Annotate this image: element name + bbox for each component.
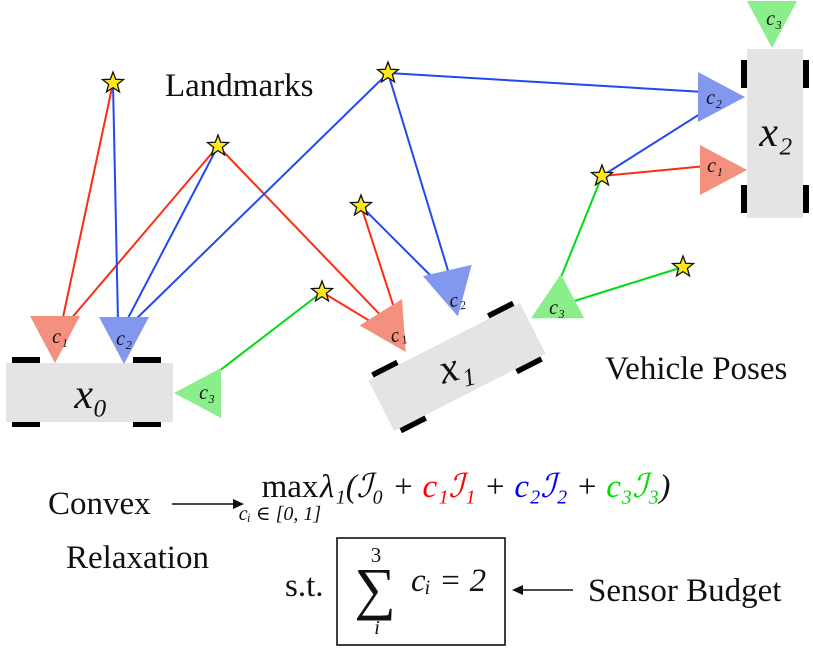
observation-line-blue [125, 145, 219, 323]
relaxation-label: Relaxation [66, 540, 209, 576]
subject-to-label: s.t. [285, 568, 324, 604]
green-observation-edges [209, 175, 684, 379]
red-observation-edges [61, 82, 707, 333]
max-constraint: cᵢ ∈ [0, 1] [239, 503, 321, 525]
sensor-c1-label-x1: c₁ [388, 322, 409, 347]
sensor-c3-label-x2: c₃ [766, 8, 782, 30]
sensor-c3-label-x1: c₃ [549, 297, 565, 319]
vehicle-x2 [741, 49, 809, 218]
sensor-c1-label-x0: c₁ [52, 326, 68, 348]
sensor-c2-label-x1: c₂ [447, 288, 466, 312]
objective-term-green: c₃ℐ₃ [606, 469, 659, 505]
observation-line-blue [387, 72, 705, 93]
plus-sign: + [384, 469, 423, 505]
observation-line-green [209, 291, 323, 379]
max-operator: max [262, 469, 319, 505]
objective-expression: λ₁(ℐ₀ + c₁ℐ₁ + c₂ℐ₂ + c₃ℐ₃) [319, 469, 670, 505]
sensor-budget-arrow-icon [512, 585, 573, 595]
convex-label: Convex [48, 486, 151, 522]
plus-sign: + [567, 469, 606, 505]
vehicle-x1 [368, 300, 546, 434]
sum-symbol: ∑ [354, 556, 395, 621]
convex-arrow-icon [172, 499, 244, 509]
plus-sign: + [476, 469, 515, 505]
objective-term-red: c₁ℐ₁ [423, 469, 476, 505]
vehicle-body [747, 49, 803, 218]
observation-line-blue [601, 106, 712, 177]
observation-line-red [217, 145, 391, 326]
objective-prefix: λ₁(ℐ₀ [319, 469, 384, 505]
objective-close-paren: ) [657, 469, 670, 505]
observation-line-red [360, 205, 399, 321]
sensor-c2-label-x2: c₂ [706, 87, 722, 109]
vehicle-x0 [6, 357, 173, 427]
landmark-star-icon [206, 134, 230, 156]
sensor-c3-label-x0: c₃ [199, 382, 215, 404]
objective-term-blue: c₂ℐ₂ [514, 469, 567, 505]
sensor-budget-label: Sensor Budget [588, 573, 781, 609]
vehicle-x0-label: x₀ [73, 372, 107, 418]
constraint-box [336, 537, 506, 646]
observation-line-blue [132, 72, 389, 323]
sum-index: i [374, 617, 380, 639]
blue-observation-edges [112, 72, 712, 323]
observation-line-blue [387, 72, 454, 288]
observation-line-green [567, 266, 684, 304]
landmark-star-icon [590, 164, 614, 186]
sum-upper-limit: 3 [371, 543, 382, 567]
observation-line-red [61, 82, 114, 323]
observation-line-green [558, 175, 603, 283]
observation-line-blue [112, 82, 119, 323]
landmarks-caption: Landmarks [165, 68, 313, 104]
vehicle-body [368, 303, 546, 431]
landmark-star-icon [671, 255, 695, 277]
vehicle-poses-caption: Vehicle Poses [605, 351, 787, 387]
constraint-expression: cᵢ = 2 [411, 563, 486, 599]
sensor-c2-label-x0: c₂ [116, 328, 132, 350]
vehicle-body [6, 363, 173, 422]
sensor-c1-label-x2: c₁ [707, 155, 723, 177]
observation-line-red [601, 165, 707, 177]
observation-line-red [69, 145, 219, 321]
vehicle-x2-label: x₂ [758, 110, 792, 156]
